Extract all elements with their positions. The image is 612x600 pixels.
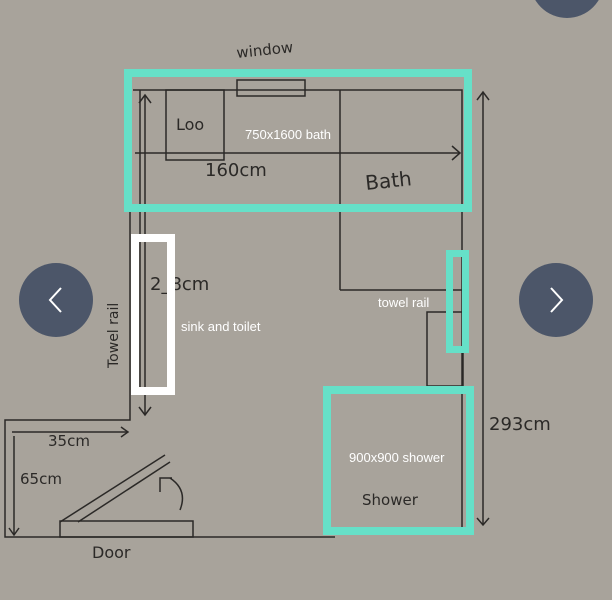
dimension-arrows bbox=[8, 90, 490, 537]
chevron-right-icon bbox=[550, 287, 564, 313]
sketch-alcove-depth-text: 65cm bbox=[20, 470, 62, 488]
sketch-alcove-width-text: 35cm bbox=[48, 432, 90, 450]
sketch-loo-text: Loo bbox=[176, 115, 204, 134]
towel-rail-overlay[interactable] bbox=[446, 250, 469, 353]
bath-overlay-label: 750x1600 bath bbox=[245, 127, 332, 142]
sink-toilet-overlay-label: sink and toilet bbox=[181, 319, 261, 334]
shower-overlay-label: 900x900 shower bbox=[349, 450, 445, 465]
sketch-width-text: 160cm bbox=[205, 160, 267, 181]
sink-toilet-overlay[interactable] bbox=[131, 234, 175, 395]
loo-box bbox=[165, 89, 225, 161]
sketch-height-text: 293cm bbox=[489, 414, 551, 435]
sketch-left-dim-text: 2_8cm bbox=[150, 274, 209, 295]
sketch-bath-text: Bath bbox=[364, 166, 413, 195]
previous-button[interactable] bbox=[19, 263, 93, 337]
window-mark bbox=[236, 79, 306, 97]
shower-overlay[interactable] bbox=[323, 386, 474, 535]
sketch-window-text: window bbox=[236, 38, 294, 62]
sketch-towel-rail-text: Towel rail bbox=[106, 303, 122, 369]
door-swing bbox=[59, 454, 194, 538]
next-button[interactable] bbox=[519, 263, 593, 337]
chevron-left-icon bbox=[48, 287, 62, 313]
towel-rail-overlay-label: towel rail bbox=[378, 295, 430, 310]
sketch-door-text: Door bbox=[92, 543, 131, 562]
bath-overlay[interactable] bbox=[124, 69, 472, 212]
sketch-shower-text: Shower bbox=[362, 491, 419, 509]
